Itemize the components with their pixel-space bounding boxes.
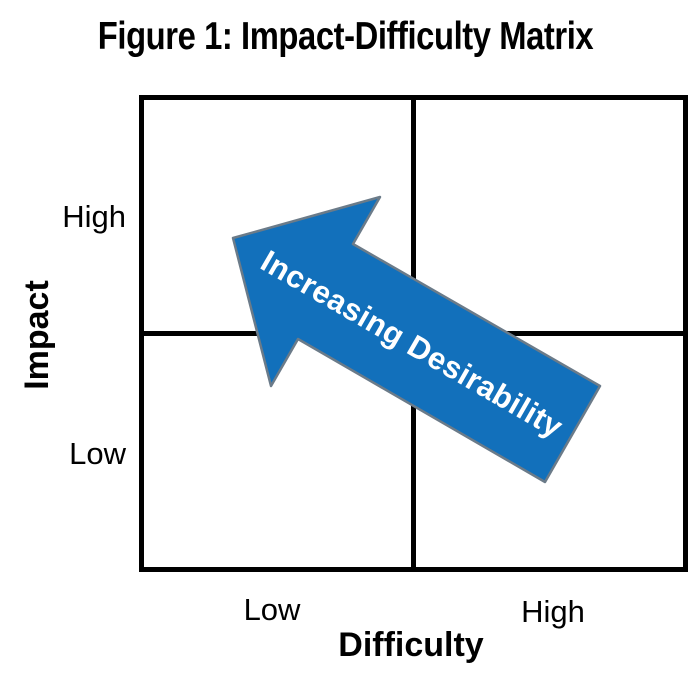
y-tick-low: Low [69,436,126,471]
figure-title: Figure 1: Impact-Difficulty Matrix [97,15,594,58]
matrix-horizontal-divider [144,331,683,336]
y-axis-label-impact: Impact [18,280,56,390]
y-tick-high: High [62,199,126,234]
quadrant-low-impact-high-difficulty [414,334,684,568]
quadrant-high-impact-low-difficulty [144,100,414,334]
quadrant-low-impact-low-difficulty [144,334,414,568]
x-axis-label-difficulty: Difficulty [338,626,484,664]
x-tick-low: Low [243,592,301,627]
x-tick-high: High [521,594,585,629]
quadrant-high-impact-high-difficulty [414,100,684,334]
impact-difficulty-matrix [139,95,688,572]
